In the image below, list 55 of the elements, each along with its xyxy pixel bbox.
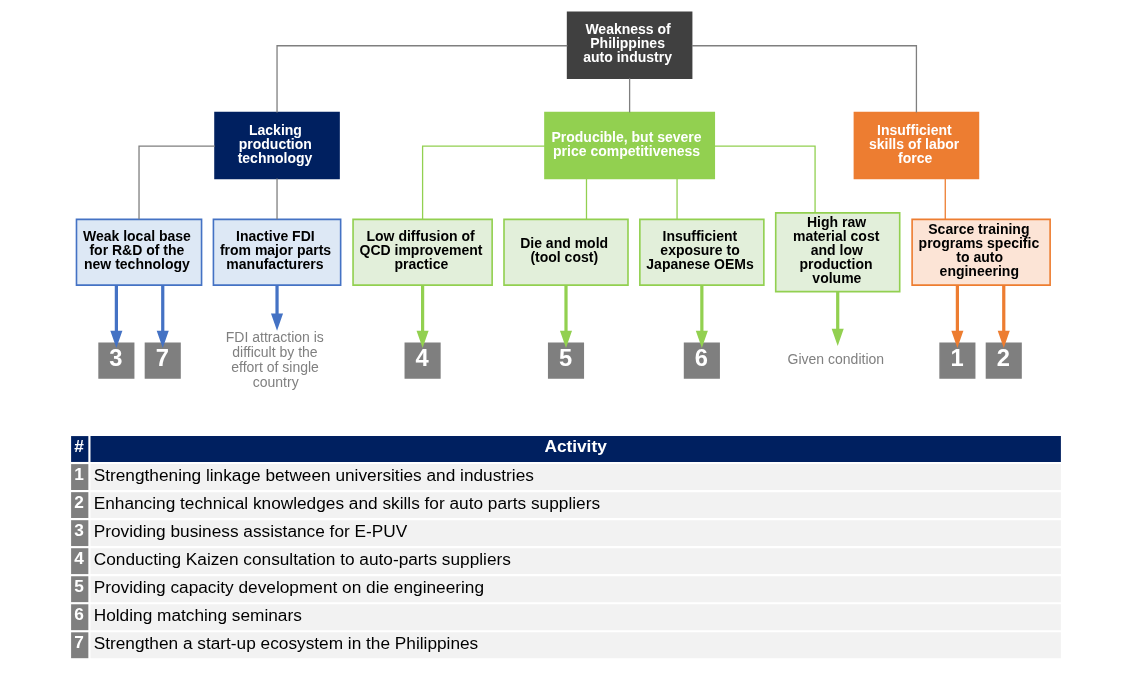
arrow	[695, 285, 708, 348]
node-box: Scarce training programs specific to auto engineering	[911, 218, 1051, 286]
label: Providing business assistance for E-PUV	[93, 521, 408, 542]
connector	[138, 145, 216, 220]
connector	[276, 45, 569, 114]
node-box: Producible, but severe price competitiveness	[544, 111, 716, 180]
node-box: 5	[547, 342, 585, 379]
label: 1	[74, 464, 84, 485]
arrow	[559, 285, 573, 348]
arrow	[271, 285, 284, 331]
node-box: Low diffusion of QCD improvement practice	[352, 218, 493, 286]
arrow	[831, 291, 844, 346]
label: Enhancing technical knowledges and skills for auto parts suppliers	[93, 493, 601, 514]
connector	[421, 145, 546, 220]
arrow	[156, 285, 169, 348]
connector	[276, 177, 278, 220]
label: 4	[74, 548, 84, 569]
label: 7	[74, 632, 84, 653]
node-text: Given condition	[787, 351, 885, 368]
arrow	[997, 285, 1010, 348]
connector	[585, 177, 588, 220]
arrow	[416, 285, 429, 348]
label: Conducting Kaizen consultation to auto-parts suppliers	[93, 549, 511, 570]
connector	[944, 177, 946, 220]
connector	[628, 77, 631, 114]
node-box: 3	[98, 342, 135, 379]
label: 6	[74, 604, 84, 625]
node-box: 2	[985, 342, 1022, 379]
connector	[691, 45, 918, 114]
node-box: 1	[939, 342, 976, 379]
label: 2	[74, 492, 84, 513]
label: Providing capacity development on die engineering	[93, 577, 485, 598]
node-box: 4	[404, 342, 441, 379]
connector	[713, 145, 816, 214]
label: #	[74, 436, 84, 457]
arrow	[110, 285, 123, 348]
arrow	[951, 285, 964, 348]
label: 5	[74, 576, 84, 597]
node-box: 6	[683, 342, 720, 379]
node-box: Insufficient exposure to Japanese OEMs	[639, 218, 765, 286]
node-box: Die and mold (tool cost)	[503, 218, 629, 286]
node-box: Weakness of Philippines auto industry	[566, 11, 693, 79]
label: Activity	[544, 436, 607, 457]
node-box: 7	[144, 342, 181, 379]
node-text: FDI attraction is difficult by the effort of single country	[225, 328, 324, 390]
node-box: Insufficient skills of labor force	[853, 111, 980, 180]
connector	[676, 177, 678, 220]
node-box: Lacking production technology	[214, 111, 340, 180]
label: Strengthen a start-up ecosystem in the Philippines	[93, 633, 479, 654]
label: Holding matching seminars	[93, 605, 302, 626]
node-box: High raw material cost and low production volume	[774, 212, 901, 293]
node-box: Weak local base for R&D of the new technology	[75, 218, 203, 286]
label: Strengthening linkage between universities and industries	[93, 465, 534, 486]
node-box: Inactive FDI from major parts manufacturers	[212, 218, 342, 286]
label: 3	[74, 520, 84, 541]
